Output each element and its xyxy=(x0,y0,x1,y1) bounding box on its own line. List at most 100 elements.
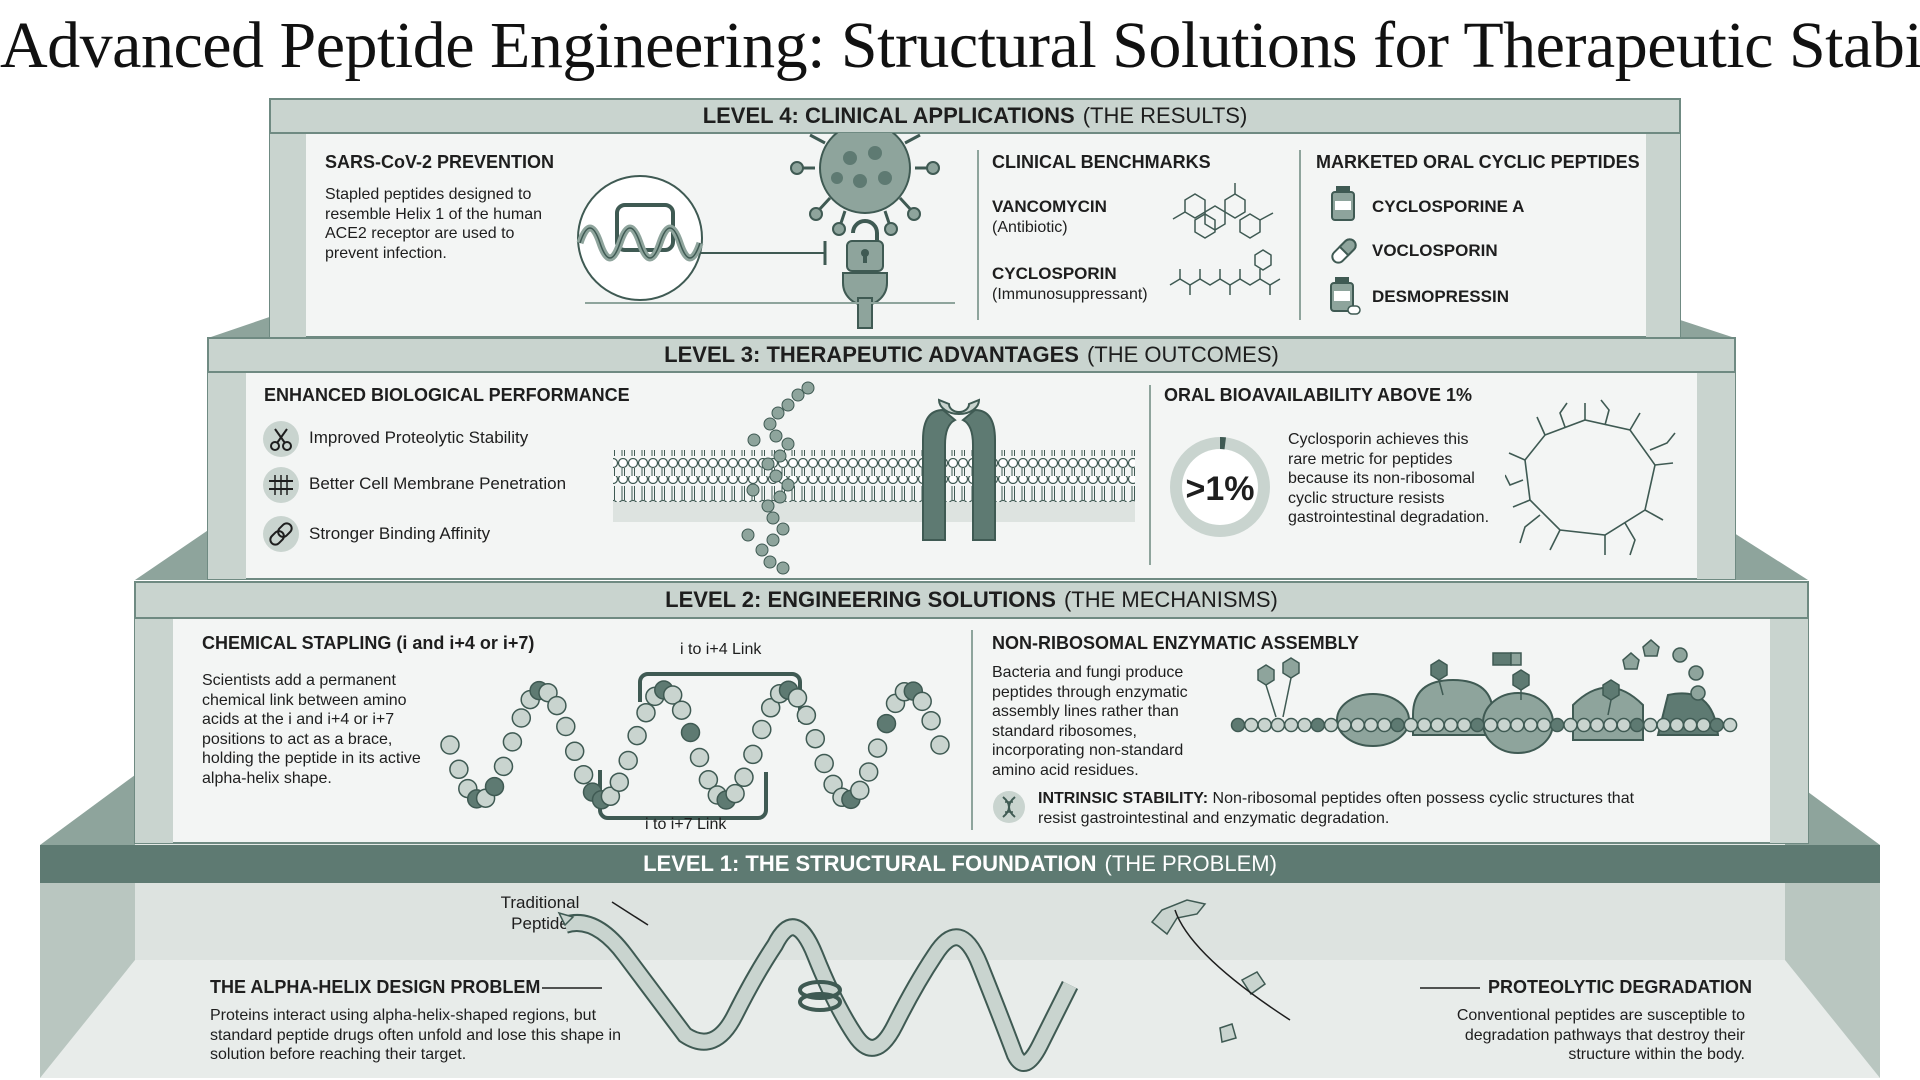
benchmark-molecule-icons xyxy=(1169,183,1281,295)
level2-band-paren: (THE MECHANISMS) xyxy=(1063,587,1278,612)
chain-residue xyxy=(1470,717,1485,733)
benchmark-role-1: (Immunosuppressant) xyxy=(992,286,1148,303)
link-icon xyxy=(263,516,299,552)
chain-residue xyxy=(1456,717,1472,733)
medicine-bottle-icon xyxy=(1331,186,1355,221)
chain-residue xyxy=(1709,717,1725,733)
benchmark-name-0: VANCOMYCIN xyxy=(992,197,1107,216)
benchmark-role-0: (Antibiotic) xyxy=(992,219,1068,236)
chain-residue xyxy=(1270,717,1286,733)
traditional-peptide-label-line1: Traditional xyxy=(500,893,580,912)
chain-residue xyxy=(1390,717,1405,733)
staple-i4-link xyxy=(638,672,802,722)
chain-residue xyxy=(1722,717,1738,733)
helix-residue xyxy=(556,716,576,737)
chain-residue xyxy=(1510,717,1525,733)
helix-residue xyxy=(618,750,638,771)
helix-residue xyxy=(930,735,950,755)
chain-residue xyxy=(1443,717,1459,733)
intrinsic-stability-label: INTRINSIC STABILITY: xyxy=(1038,790,1209,807)
helix-residue xyxy=(671,700,692,720)
performance-heading: ENHANCED BIOLOGICAL PERFORMANCE xyxy=(264,385,630,405)
helix-residue xyxy=(858,762,879,782)
helix-residue xyxy=(680,722,701,743)
helix-residue xyxy=(867,738,888,758)
helix-residue xyxy=(743,744,763,765)
level2-band: LEVEL 2: ENGINEERING SOLUTIONS (THE MECHA… xyxy=(135,582,1808,618)
chain-residue xyxy=(1416,717,1432,733)
helix-residue xyxy=(805,728,826,749)
bioavailability-metric: >1% xyxy=(1185,470,1255,508)
fragment-pieces xyxy=(1150,899,1267,1043)
stapling-heading: CHEMICAL STAPLING (i and i+4 or i+7) xyxy=(202,633,535,653)
helix-residue xyxy=(662,685,683,705)
helix-residue xyxy=(796,705,817,726)
chain-residue xyxy=(1230,717,1246,733)
chain-residue xyxy=(1283,717,1299,733)
chain-residue xyxy=(1682,717,1698,733)
receptor-icon xyxy=(922,398,996,541)
helix-residue xyxy=(912,691,932,712)
cyclosporin-structure-icon xyxy=(1169,249,1281,295)
marketed-item-1: VOCLOSPORIN xyxy=(1372,241,1498,260)
level1-band-label: LEVEL 1: THE STRUCTURAL FOUNDATION xyxy=(643,851,1097,876)
scissors-icon xyxy=(263,421,299,457)
level4-band: LEVEL 4: CLINICAL APPLICATIONS(THE RESUL… xyxy=(270,99,1680,133)
staple-clamp-icon xyxy=(798,980,842,1012)
chain-residue xyxy=(1496,717,1512,733)
marketed-item-2: DESMOPRESSIN xyxy=(1372,287,1509,306)
helix-residue xyxy=(440,735,460,755)
level4-right-edge xyxy=(1646,133,1680,337)
cyclosporin-ring-icon xyxy=(1505,399,1676,556)
pill-bottle-icon xyxy=(1330,277,1361,315)
level2-right-edge xyxy=(1770,618,1808,843)
stapled-helix-icon xyxy=(576,175,704,301)
traditional-peptide-label: Traditional Peptide xyxy=(470,893,610,934)
membrane-icon xyxy=(263,467,299,503)
helix-residue xyxy=(449,759,469,780)
substrate-hexagons xyxy=(1257,639,1706,701)
intrinsic-stability-text: Non-ribosomal peptides often possess cyc… xyxy=(1038,790,1635,827)
level1-band: LEVEL 1: THE STRUCTURAL FOUNDATION(THE P… xyxy=(40,845,1880,883)
chain-residue xyxy=(1536,717,1552,733)
amino-acid-chain xyxy=(1230,717,1738,733)
helix-residue xyxy=(734,767,754,788)
chain-residue xyxy=(1656,717,1671,733)
level2-band-label: LEVEL 2: ENGINEERING SOLUTIONS xyxy=(665,587,1056,612)
chain-residue xyxy=(1297,717,1312,733)
sars-illustration xyxy=(576,133,955,329)
intrinsic-stability: INTRINSIC STABILITY: Non-ribosomal pepti… xyxy=(1038,789,1658,828)
helix-residue xyxy=(609,772,630,792)
degradation-text: Conventional peptides are susceptible to… xyxy=(1456,1007,1745,1064)
cell-membrane-illustration xyxy=(613,381,1135,575)
level4-panel xyxy=(269,132,1681,338)
helix-residue xyxy=(787,688,808,708)
vancomycin-structure-icon xyxy=(1172,183,1274,239)
marketed-item-0: CYCLOSPORINE A xyxy=(1372,197,1525,216)
chain-residue xyxy=(1337,717,1352,733)
helix-residue xyxy=(752,719,772,740)
chain-residue xyxy=(1629,717,1645,733)
helix-residue xyxy=(564,741,585,762)
level1-side-left xyxy=(40,775,135,845)
nonribosomal-text: Bacteria and fungi produce peptides thro… xyxy=(992,664,1188,779)
level3-band-paren: (THE OUTCOMES) xyxy=(1086,342,1279,367)
chain-residue xyxy=(1483,717,1498,733)
performance-item-1: Better Cell Membrane Penetration xyxy=(309,474,567,493)
helix-residue xyxy=(921,710,941,731)
level3-band-label: LEVEL 3: THERAPEUTIC ADVANTAGES xyxy=(664,342,1079,367)
degradation-pointer-line xyxy=(1420,987,1480,989)
page-title: Advanced Peptide Engineering: Structural… xyxy=(0,9,1920,82)
level1-band-bar xyxy=(40,845,1880,883)
chain-residue xyxy=(1523,717,1538,733)
chain-residue xyxy=(1244,717,1259,733)
helix-residue xyxy=(725,783,745,804)
staple-i7-link xyxy=(598,770,768,820)
helix-residue xyxy=(547,695,567,716)
level4-band-bar xyxy=(269,98,1681,134)
peptide-chain-icon xyxy=(741,381,815,575)
alpha-text: Proteins interact using alpha-helix-shap… xyxy=(210,1007,621,1064)
chain-residue xyxy=(1643,717,1658,733)
chain-residue xyxy=(1430,717,1445,733)
level3-band-bar xyxy=(207,337,1736,373)
